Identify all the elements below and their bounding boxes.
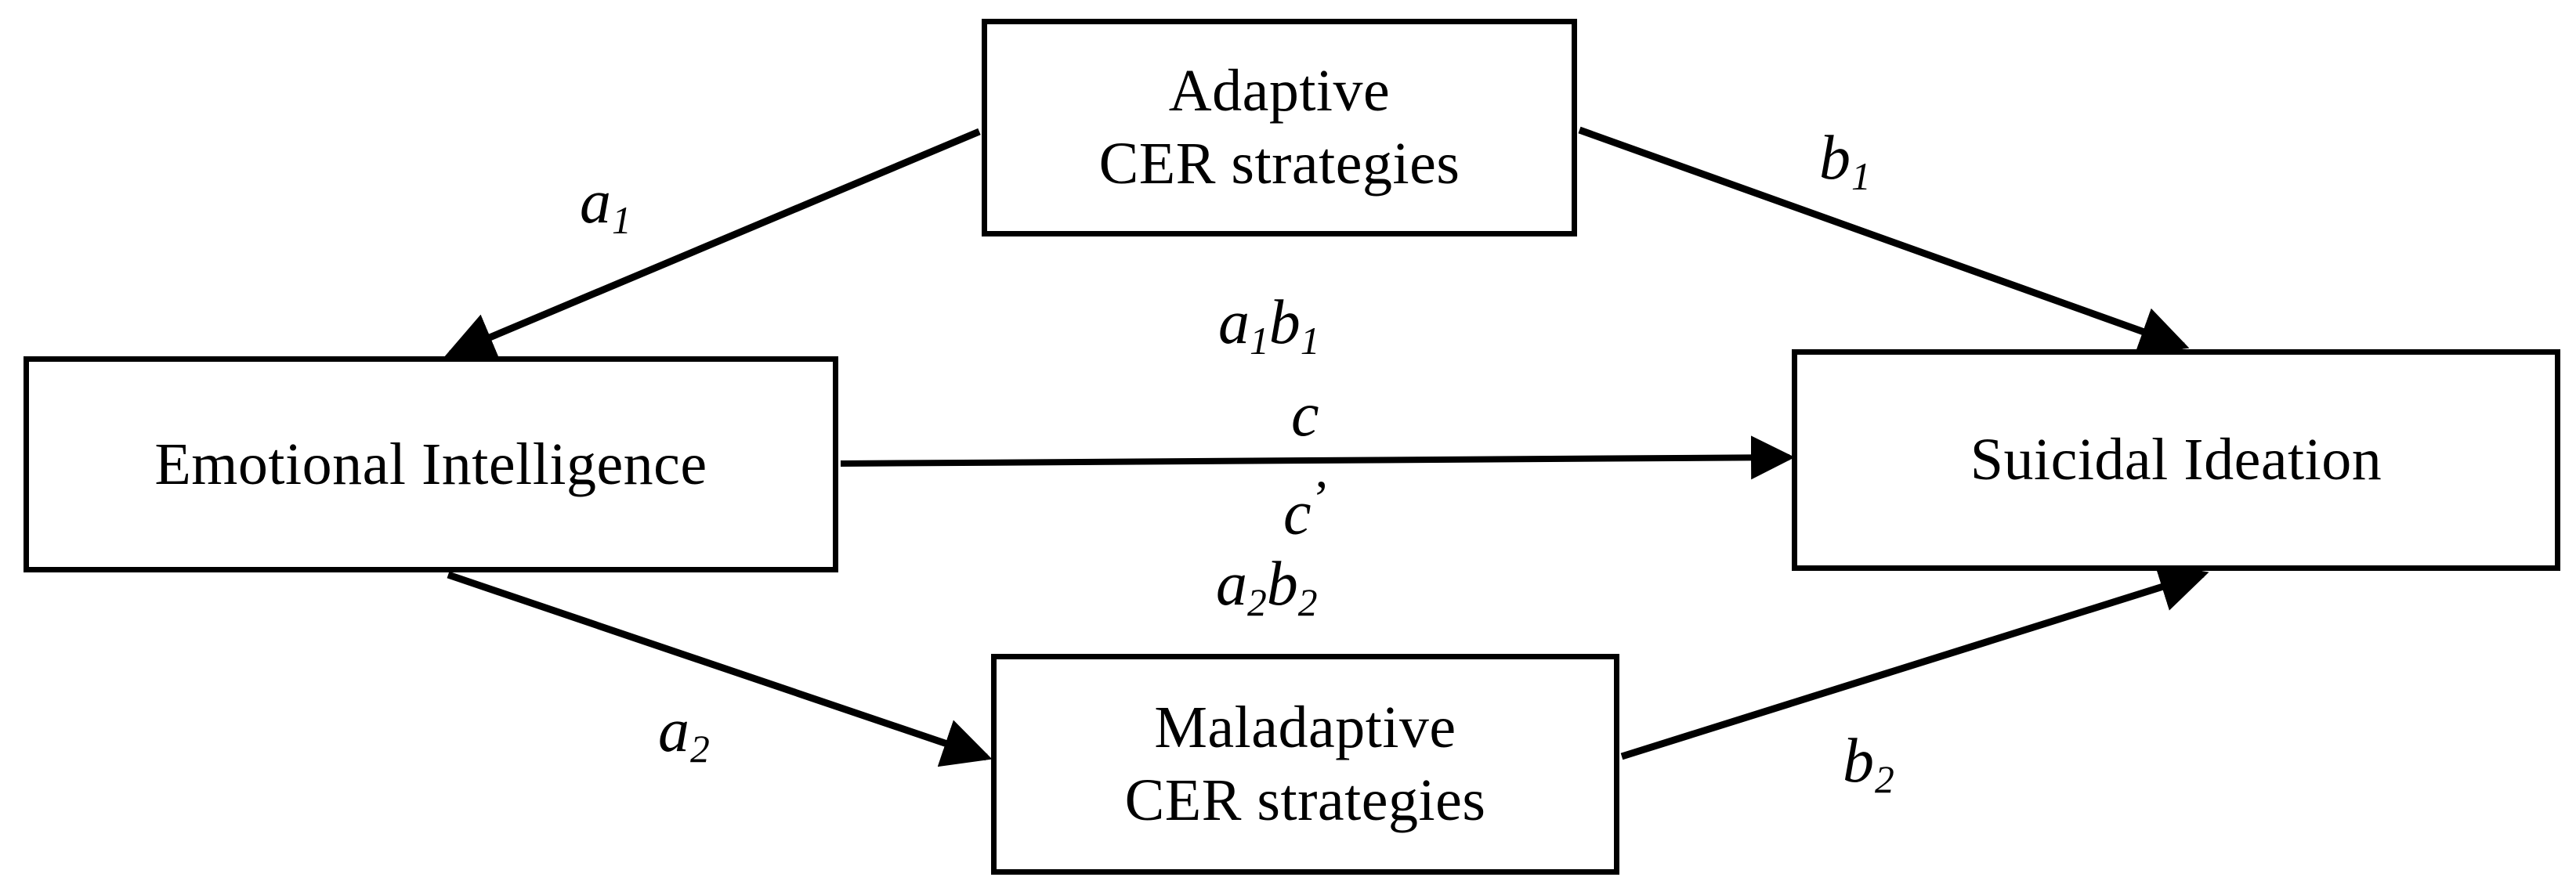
center-label-indirect-effect-1: a1b1 <box>1218 291 1320 360</box>
path-label-b1: b1 <box>1819 127 1871 196</box>
center-label-total-effect: c <box>1291 384 1319 446</box>
path-label-a2: a2 <box>658 699 710 768</box>
node-maladaptive-line-1: Maladaptive <box>1154 695 1456 761</box>
path-label-b2: b2 <box>1843 730 1894 799</box>
edge-b2 <box>1620 563 2209 760</box>
path-label-b2-base: b <box>1843 727 1874 796</box>
edge-c-direct <box>840 435 1795 480</box>
node-adaptive-line-2: CER strategies <box>1098 131 1460 197</box>
center-label-b2-subscript: 2 <box>1297 580 1318 624</box>
node-emotional-intelligence: Emotional Intelligence <box>24 356 838 572</box>
node-adaptive-cer-strategies: Adaptive CER strategies <box>982 19 1577 236</box>
node-emotional-line-1: Emotional Intelligence <box>154 431 707 497</box>
path-label-b1-subscript: 1 <box>1851 154 1871 198</box>
edge-b1 <box>1578 126 2190 356</box>
center-label-direct-effect: c’ <box>1283 474 1330 548</box>
node-adaptive-line-1: Adaptive <box>1168 58 1391 125</box>
center-label-c-base: c <box>1291 381 1319 449</box>
path-label-a1-base: a <box>580 168 611 236</box>
path-label-a2-subscript: 2 <box>690 727 710 771</box>
center-label-prime-mark: ’ <box>1312 471 1330 528</box>
node-suicidal-ideation: Suicidal Ideation <box>1792 349 2560 571</box>
path-label-b2-subscript: 2 <box>1875 757 1894 801</box>
center-label-a1-base: a <box>1218 288 1250 357</box>
center-label-c-prime-base: c <box>1283 478 1312 548</box>
path-label-a1-subscript: 1 <box>612 198 631 242</box>
center-label-b1-subscript: 1 <box>1300 319 1320 363</box>
center-label-b2-base: b <box>1266 550 1298 619</box>
node-maladaptive-line-2: CER strategies <box>1124 767 1486 833</box>
center-label-a1-subscript: 1 <box>1250 319 1269 363</box>
path-label-a1: a1 <box>580 171 631 240</box>
edge-a2 <box>447 571 993 767</box>
path-label-b1-base: b <box>1819 124 1851 193</box>
center-label-a2-subscript: 2 <box>1247 580 1267 624</box>
center-label-indirect-effect-2: a2b2 <box>1216 553 1318 622</box>
node-maladaptive-cer-strategies: Maladaptive CER strategies <box>991 654 1619 875</box>
center-label-b1-base: b <box>1268 288 1301 357</box>
path-label-a2-base: a <box>658 696 689 765</box>
center-label-a2-base: a <box>1216 550 1247 619</box>
node-suicidal-line-1: Suicidal Ideation <box>1970 427 2382 493</box>
edge-a1 <box>444 128 981 360</box>
